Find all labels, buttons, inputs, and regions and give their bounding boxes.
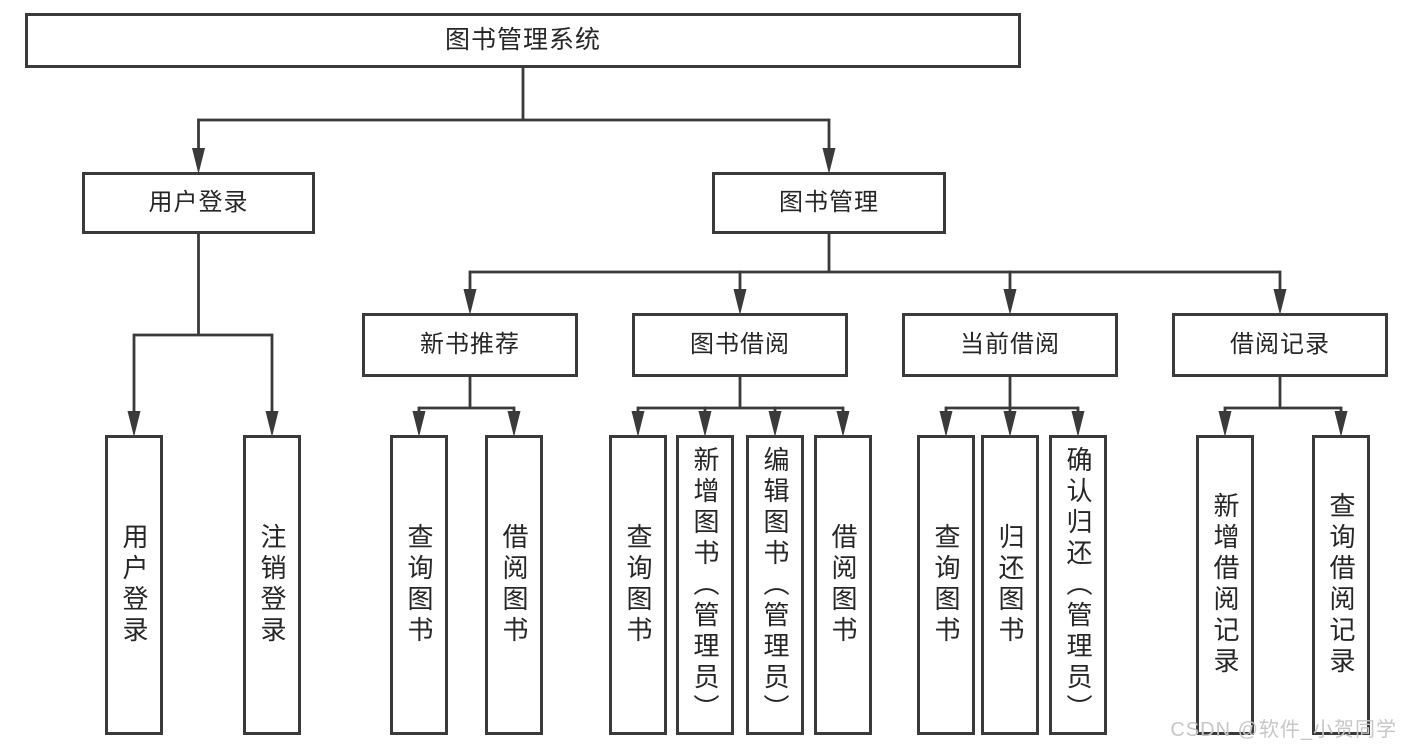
node-label-bb-borrow: 借阅图书 xyxy=(828,523,858,647)
arrowhead-icon xyxy=(265,411,279,437)
node-label-nb-borrow: 借阅图书 xyxy=(499,523,529,647)
node-label-cb-query: 查询图书 xyxy=(931,523,961,647)
node-user-login: 用户登录 xyxy=(82,172,315,234)
node-label-nb-query: 查询图书 xyxy=(404,523,434,647)
node-bb-query: 查询图书 xyxy=(609,435,667,735)
node-new-book-rec: 新书推荐 xyxy=(362,313,578,377)
node-cb-return: 归还图书 xyxy=(981,435,1039,735)
arrowhead-icon xyxy=(1218,411,1232,437)
arrowhead-icon xyxy=(507,411,521,437)
node-label-bb-edit: 编辑图书（管理员） xyxy=(760,445,790,725)
node-br-query: 查询借阅记录 xyxy=(1312,435,1370,735)
node-book-mgmt: 图书管理 xyxy=(712,172,946,234)
node-label-book-mgmt: 图书管理 xyxy=(779,189,879,216)
node-label-root: 图书管理系统 xyxy=(444,26,601,54)
arrowhead-icon xyxy=(463,289,477,315)
node-cb-query: 查询图书 xyxy=(917,435,975,735)
node-label-cb-confirm: 确认归还（管理员） xyxy=(1063,445,1093,725)
node-label-user-login: 用户登录 xyxy=(148,189,249,216)
node-label-login-action: 用户登录 xyxy=(119,523,149,647)
node-bb-edit: 编辑图书（管理员） xyxy=(746,435,804,735)
node-label-book-borrow: 图书借阅 xyxy=(690,331,790,358)
node-label-bb-query: 查询图书 xyxy=(623,523,653,647)
arrowhead-icon xyxy=(939,411,953,437)
node-nb-borrow: 借阅图书 xyxy=(485,435,543,735)
arrowhead-icon xyxy=(1003,289,1017,315)
node-label-cb-return: 归还图书 xyxy=(995,523,1025,647)
arrowhead-icon xyxy=(1273,289,1287,315)
node-label-new-book-rec: 新书推荐 xyxy=(420,331,520,358)
arrowhead-icon xyxy=(1071,411,1085,437)
node-current-borrow: 当前借阅 xyxy=(902,313,1118,377)
arrowhead-icon xyxy=(733,289,747,315)
node-cb-confirm: 确认归还（管理员） xyxy=(1049,435,1107,735)
node-logout-action: 注销登录 xyxy=(243,435,301,735)
node-label-bb-add: 新增图书（管理员） xyxy=(690,445,720,725)
node-label-current-borrow: 当前借阅 xyxy=(960,331,1060,358)
arrowhead-icon xyxy=(412,411,426,437)
node-bb-add: 新增图书（管理员） xyxy=(676,435,734,735)
arrowhead-icon xyxy=(1003,411,1017,437)
node-label-borrow-records: 借阅记录 xyxy=(1230,331,1330,358)
node-bb-borrow: 借阅图书 xyxy=(814,435,872,735)
node-root: 图书管理系统 xyxy=(25,13,1021,68)
arrowhead-icon xyxy=(192,148,205,174)
node-book-borrow: 图书借阅 xyxy=(632,313,848,377)
arrowhead-icon xyxy=(631,411,645,437)
arrowhead-icon xyxy=(822,148,836,174)
arrowhead-icon xyxy=(1334,411,1348,437)
node-label-br-add: 新增借阅记录 xyxy=(1210,492,1240,678)
node-nb-query: 查询图书 xyxy=(390,435,448,735)
node-label-logout-action: 注销登录 xyxy=(257,523,287,647)
node-label-br-query: 查询借阅记录 xyxy=(1326,492,1356,678)
node-br-add: 新增借阅记录 xyxy=(1196,435,1254,735)
node-login-action: 用户登录 xyxy=(105,435,163,735)
watermark: CSDN @软件_小贺同学 xyxy=(1170,719,1397,741)
arrowhead-icon xyxy=(768,411,782,437)
arrowhead-icon xyxy=(836,411,850,437)
arrowhead-icon xyxy=(698,411,712,437)
node-borrow-records: 借阅记录 xyxy=(1172,313,1388,377)
arrowhead-icon xyxy=(127,411,141,437)
